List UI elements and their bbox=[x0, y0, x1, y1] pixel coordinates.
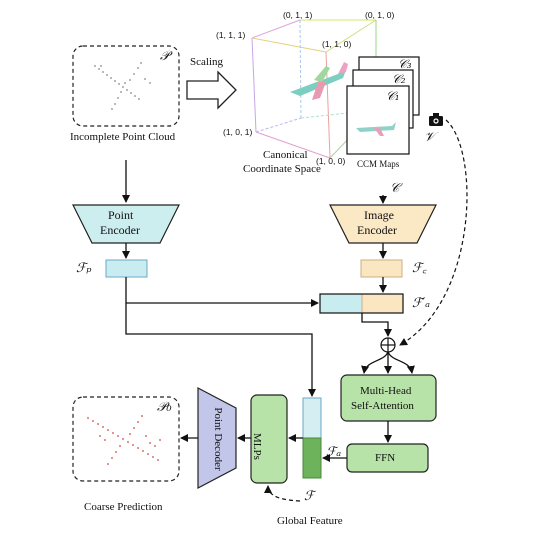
input-cloud-box bbox=[72, 45, 180, 127]
label-canonical-1: Canonical bbox=[263, 149, 308, 161]
symbol-v: 𝒱 bbox=[424, 130, 435, 145]
coord-110: (1, 1, 0) bbox=[322, 39, 352, 49]
label-ffn: FFN bbox=[375, 452, 396, 464]
image-encoder-shape bbox=[329, 204, 437, 244]
mlps-box bbox=[250, 394, 288, 484]
label-scaling: Scaling bbox=[190, 56, 223, 68]
coord-101: (1, 0, 1) bbox=[223, 127, 253, 137]
arrow-fp-to-faprime bbox=[125, 277, 319, 307]
arrow-add-to-mhsa-left bbox=[361, 351, 389, 374]
symbol-c: 𝒞 bbox=[390, 181, 400, 196]
fc-feature-bar bbox=[360, 259, 403, 278]
global-bar-bottom bbox=[302, 437, 322, 479]
symbol-f: ℱ bbox=[304, 489, 315, 504]
label-point-encoder-2: Encoder bbox=[100, 223, 140, 237]
camera-icon bbox=[429, 113, 443, 126]
global-bar-top bbox=[302, 397, 322, 439]
scaling-arrow bbox=[186, 70, 237, 110]
arrow-faprime-to-add bbox=[361, 313, 392, 337]
label-mhsa-2: Self-Attention bbox=[351, 400, 414, 412]
symbol-c2: 𝒞₂ bbox=[392, 72, 406, 86]
arrow-add-to-mhsa-right bbox=[387, 351, 415, 374]
airplane-in-cube bbox=[290, 62, 348, 100]
ccm-stack bbox=[346, 56, 420, 155]
symbol-fa-prime: ℱ′ₐ bbox=[412, 296, 431, 311]
label-coarse-prediction: Coarse Prediction bbox=[84, 501, 163, 513]
label-mlps: MLPs bbox=[251, 433, 263, 460]
point-decoder-shape bbox=[197, 387, 237, 489]
label-image-encoder-2: Encoder bbox=[357, 223, 397, 237]
input-cloud-points bbox=[94, 62, 151, 110]
fa-prime-bar-left bbox=[319, 293, 363, 314]
point-encoder-shape bbox=[72, 204, 180, 244]
symbol-c1: 𝒞₁ bbox=[386, 89, 400, 103]
coarse-prediction-box bbox=[72, 396, 180, 482]
coarse-prediction-points bbox=[87, 415, 161, 465]
label-global-feature: Global Feature bbox=[277, 515, 343, 527]
fp-feature-bar bbox=[105, 259, 148, 278]
coord-111: (1, 1, 1) bbox=[216, 30, 246, 40]
coord-011: (0, 1, 1) bbox=[283, 10, 313, 20]
arrow-fp-to-global bbox=[125, 303, 316, 397]
symbol-p: 𝒫 bbox=[160, 49, 170, 64]
label-canonical-2: Coordinate Space bbox=[243, 163, 321, 175]
symbol-fc: ℱ꜀ bbox=[412, 261, 427, 276]
coord-100: (1, 0, 0) bbox=[316, 156, 346, 166]
symbol-fp: ℱₚ bbox=[76, 261, 92, 276]
label-point-decoder: Point Decoder bbox=[212, 407, 224, 471]
label-incomplete-point-cloud: Incomplete Point Cloud bbox=[70, 131, 176, 143]
symbol-p0: 𝒫₀ bbox=[157, 400, 172, 415]
symbol-c3: 𝒞₃ bbox=[398, 57, 412, 71]
coord-010: (0, 1, 0) bbox=[365, 10, 395, 20]
arrow-global-feature-to-mlps bbox=[264, 485, 301, 502]
fa-prime-bar-right bbox=[361, 293, 404, 314]
add-operator bbox=[380, 337, 396, 353]
label-ccm-maps: CCM Maps bbox=[357, 159, 400, 169]
label-mhsa-1: Multi-Head bbox=[360, 385, 412, 397]
label-point-encoder-1: Point bbox=[108, 208, 134, 222]
mhsa-box bbox=[340, 374, 437, 422]
symbol-fa: ℱₐ bbox=[326, 445, 342, 460]
label-image-encoder-1: Image bbox=[364, 208, 394, 222]
